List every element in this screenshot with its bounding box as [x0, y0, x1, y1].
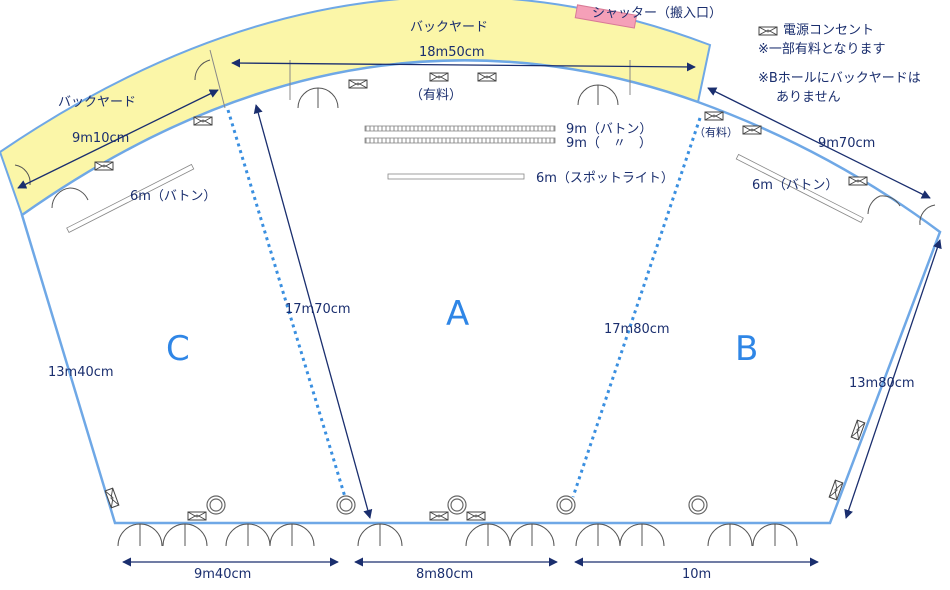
dim-b-side: 13m80cm — [849, 376, 915, 391]
backyard-wall — [209, 49, 226, 109]
outlet-icon — [348, 79, 368, 89]
outlet-icon — [193, 116, 213, 126]
dim-c-side: 13m40cm — [48, 365, 114, 380]
pillar-icon — [206, 495, 226, 515]
legend-note-backyard-2: ありません — [776, 90, 841, 105]
outlet-icon — [94, 161, 114, 171]
dim-c-bottom: 9m40cm — [194, 567, 251, 582]
legend: 電源コンセント ※一部有料となります ※Bホールにバックヤードは ありません — [758, 22, 950, 106]
legend-outlet: 電源コンセント — [758, 22, 950, 39]
pillar-icon — [688, 495, 708, 515]
batten-a-1 — [364, 125, 556, 132]
paid-label-b: （有料） — [694, 125, 738, 139]
outlet-icon — [429, 511, 449, 521]
spotlight-label: 6m（スポットライト） — [536, 171, 674, 186]
hall-b-label: B — [735, 329, 758, 369]
pillar-icon — [336, 495, 356, 515]
batten-a-1-label: 9m（バトン） — [566, 122, 652, 137]
pillar-icon — [556, 495, 576, 515]
batten-b-label: 6m（バトン） — [752, 178, 838, 193]
outlet-icon — [742, 125, 762, 135]
outlet-icon — [466, 511, 486, 521]
outlet-icon — [429, 72, 449, 82]
paid-label-a: （有料） — [410, 88, 462, 103]
dim-left-divider: 17m70cm — [285, 302, 351, 317]
batten-a-2 — [364, 137, 556, 144]
dim-right-divider: 17m80cm — [604, 322, 670, 337]
outlet-icon — [477, 72, 497, 82]
legend-note-backyard: ※Bホールにバックヤードは — [758, 71, 921, 86]
dim-backyard-left: 9m10cm — [72, 131, 129, 146]
bottom-doors — [117, 523, 798, 547]
hall-c-label: C — [166, 329, 190, 369]
dimension-arrows — [17, 58, 942, 567]
outlet-icon — [848, 176, 868, 186]
backyard-left-label: バックヤード — [58, 95, 136, 110]
outlet-icon — [704, 111, 724, 121]
outlet-icon — [758, 26, 778, 35]
dim-a-bottom: 8m80cm — [416, 567, 473, 582]
shutter-label: シャッター（搬入口） — [592, 6, 722, 21]
batten-c-label: 6m（バトン） — [130, 189, 216, 204]
dim-b-bottom: 10m — [682, 567, 711, 582]
legend-note-paid: ※一部有料となります — [758, 42, 886, 57]
outlet-icon — [187, 511, 207, 521]
dim-backyard-width: 18m50cm — [419, 45, 485, 60]
batten-a-2-label: 9m（ 〃 ） — [566, 136, 652, 151]
shutter-marker — [574, 4, 638, 29]
backyard-top-label: バックヤード — [410, 20, 488, 35]
pillar-icon — [447, 495, 467, 515]
spotlight-a — [387, 173, 525, 180]
legend-outlet-label: 電源コンセント — [783, 23, 875, 38]
dim-backyard-right: 9m70cm — [818, 136, 875, 151]
hall-a-label: A — [446, 294, 469, 334]
